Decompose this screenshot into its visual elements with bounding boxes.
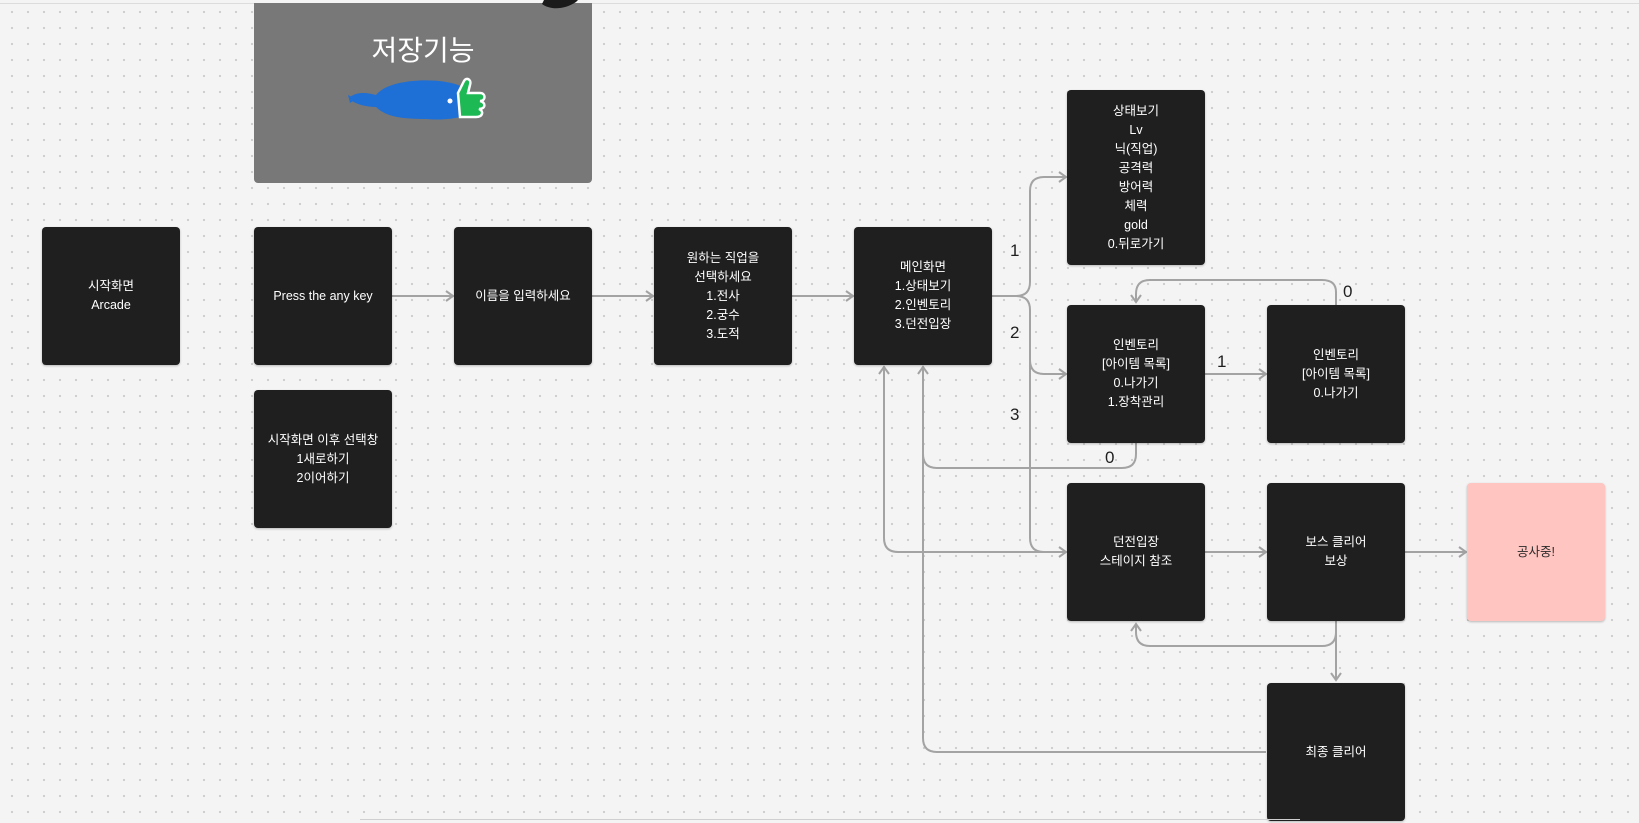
node-status-view[interactable]: 상태보기 Lv 닉(직업) 공격력 방어력 체력 gold 0.뒤로가기 xyxy=(1067,90,1205,265)
edge-main-dungeon-loop xyxy=(878,365,1066,553)
node-start-screen[interactable]: 시작화면 Arcade xyxy=(42,227,180,365)
doodle-fragment-icon xyxy=(542,0,578,9)
edge-boss-back-to-dungeon xyxy=(1130,621,1337,647)
edge-final-to-main xyxy=(922,367,1266,753)
node-main-screen[interactable]: 메인화면 1.상태보기 2.인벤토리 3.던전입장 xyxy=(854,227,992,365)
edge-main-to-dungeon xyxy=(1029,360,1068,558)
edge-label-equip-back: 0 xyxy=(1343,282,1353,301)
node-after-start-select[interactable]: 시작화면 이후 선택창 1새로하기 2이어하기 xyxy=(254,390,392,528)
edge-label-dungeon: 3 xyxy=(1010,405,1020,424)
node-dungeon-entry[interactable]: 던전입장 스테이지 참조 xyxy=(1067,483,1205,621)
edge-label-equip: 1 xyxy=(1217,352,1227,371)
node-choose-job[interactable]: 원하는 직업을 선택하세요 1.전사 2.궁수 3.도적 xyxy=(654,227,792,365)
edge-main-to-status xyxy=(992,171,1068,297)
edge-label-inventory-back: 0 xyxy=(1105,448,1115,467)
save-feature-title: 저장기능 xyxy=(371,35,475,66)
node-press-any-key[interactable]: Press the any key xyxy=(254,227,392,365)
edge-label-inventory: 2 xyxy=(1010,323,1020,342)
node-under-construction[interactable]: 공사중! xyxy=(1467,483,1605,621)
save-feature-card[interactable]: 저장기능 xyxy=(254,3,592,183)
node-enter-name[interactable]: 이름을 입력하세요 xyxy=(454,227,592,365)
node-boss-clear[interactable]: 보스 클리어 보상 xyxy=(1267,483,1405,621)
canvas-bottom-border xyxy=(360,819,1300,820)
node-inventory[interactable]: 인벤토리 [아이템 목록] 0.나가기 1.장착관리 xyxy=(1067,305,1205,443)
canvas-top-border xyxy=(0,3,1639,4)
whale-doodle-icon xyxy=(348,77,486,120)
edge-label-status: 1 xyxy=(1010,241,1020,260)
node-final-clear[interactable]: 최종 클리어 xyxy=(1267,683,1405,821)
edge-equip-back-to-inventory xyxy=(1130,279,1337,305)
thumbs-up-icon xyxy=(456,77,486,119)
node-inventory-equip[interactable]: 인벤토리 [아이템 목록] 0.나가기 xyxy=(1267,305,1405,443)
edge-main-to-inventory xyxy=(1015,295,1068,380)
